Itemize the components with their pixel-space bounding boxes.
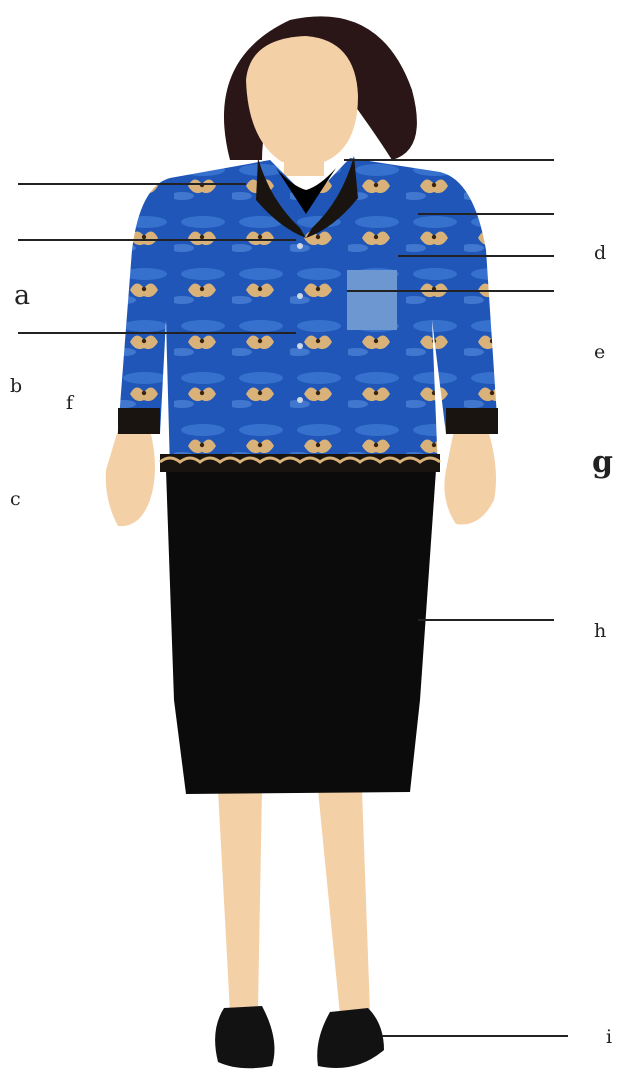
jacket xyxy=(118,156,498,472)
label-b: b xyxy=(10,377,22,396)
label-e: e xyxy=(594,343,605,362)
label-f: f xyxy=(66,394,73,413)
label-c: c xyxy=(10,490,21,509)
legs xyxy=(218,790,370,1015)
breast-pocket xyxy=(347,270,397,330)
label-h: h xyxy=(594,622,606,641)
skirt xyxy=(166,470,436,794)
label-d: d xyxy=(594,244,606,263)
label-i: i xyxy=(606,1028,612,1047)
label-g: g xyxy=(592,448,613,478)
label-a: a xyxy=(14,282,30,309)
shoes xyxy=(215,1006,384,1068)
neck xyxy=(284,150,324,176)
